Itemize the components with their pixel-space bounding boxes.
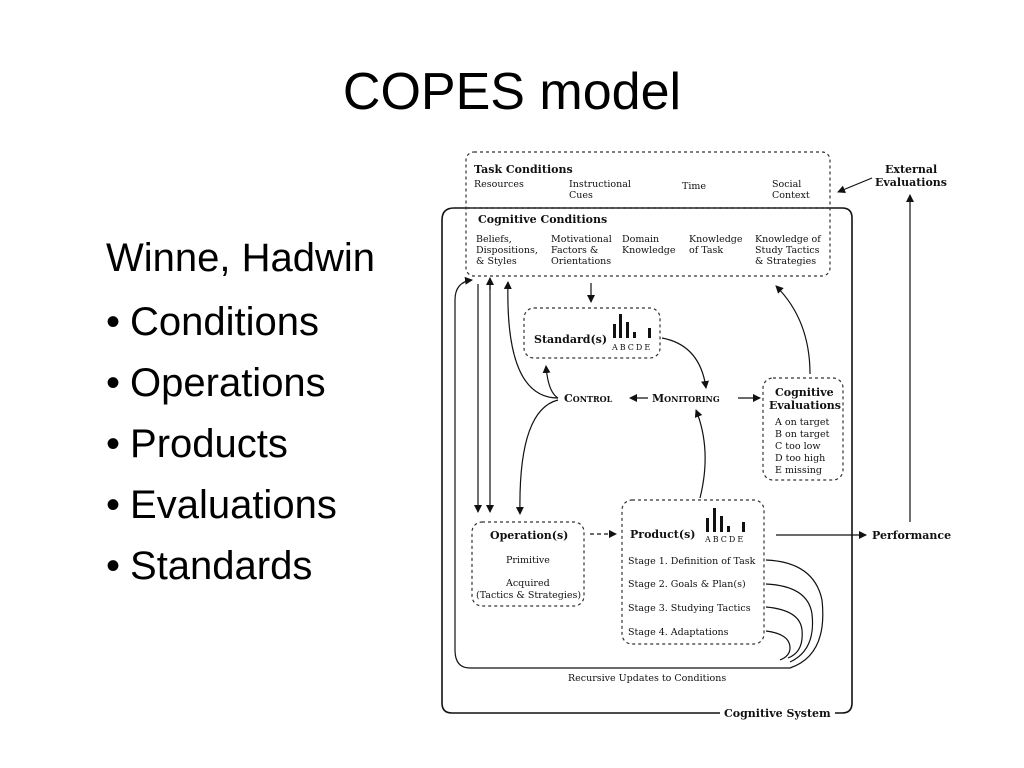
bullet-item: Conditions bbox=[106, 292, 337, 353]
tc-time: Time bbox=[682, 181, 706, 192]
cc-study-tactics-1: Knowledge of bbox=[755, 234, 822, 245]
recursive-updates-label: Recursive Updates to Conditions bbox=[568, 673, 726, 684]
products-box bbox=[621, 499, 765, 645]
cognitive-system-frame bbox=[441, 207, 853, 714]
ce-item: E missing bbox=[775, 465, 822, 476]
external-evaluations-arrow bbox=[837, 177, 873, 194]
cc-beliefs-2: Dispositions, bbox=[476, 245, 538, 256]
product-stage: Stage 2. Goals & Plan(s) bbox=[628, 579, 746, 590]
cognitive-system-label: Cognitive System bbox=[724, 707, 831, 720]
tc-resources: Resources bbox=[474, 179, 524, 190]
task-conditions-heading: Task Conditions bbox=[474, 163, 573, 176]
products-bar-icon bbox=[706, 508, 745, 532]
slide-title: COPES model bbox=[342, 63, 682, 121]
operations-tactics: (Tactics & Strategies) bbox=[476, 590, 581, 601]
standards-box bbox=[523, 307, 661, 359]
operations-primitive: Primitive bbox=[506, 555, 550, 566]
cc-beliefs-1: Beliefs, bbox=[476, 234, 512, 245]
cc-motivational-3: Orientations bbox=[551, 256, 611, 267]
bullet-item: Evaluations bbox=[106, 475, 337, 536]
ce-item: D too high bbox=[775, 453, 825, 464]
cc-study-tactics-3: & Strategies bbox=[755, 256, 816, 267]
external-evaluations-1: External bbox=[885, 163, 937, 176]
performance-label: Performance bbox=[872, 529, 951, 542]
bullet-item: Standards bbox=[106, 536, 337, 597]
ce-heading-1: Cognitive bbox=[775, 386, 834, 399]
bullet-item: Operations bbox=[106, 353, 337, 414]
cc-motivational-2: Factors & bbox=[551, 245, 598, 256]
operations-acquired: Acquired bbox=[505, 578, 550, 589]
cc-domain-1: Domain bbox=[622, 234, 659, 245]
external-evaluations-2: Evaluations bbox=[875, 176, 947, 189]
ce-item: C too low bbox=[775, 441, 820, 452]
task-conditions-box bbox=[465, 151, 831, 277]
bullet-item: Products bbox=[106, 414, 337, 475]
cc-beliefs-3: & Styles bbox=[476, 256, 517, 267]
ce-item: B on target bbox=[775, 429, 830, 440]
standards-bar-icon bbox=[613, 314, 651, 338]
product-stage: Stage 3. Studying Tactics bbox=[628, 603, 751, 614]
bullet-list: Conditions Operations Products Evaluatio… bbox=[106, 292, 337, 597]
tc-context: Context bbox=[772, 190, 810, 201]
cc-study-tactics-2: Study Tactics bbox=[755, 245, 820, 256]
tc-instructional: Instructional bbox=[569, 179, 631, 190]
operations-box bbox=[471, 521, 585, 607]
cc-knowledge-task-2: of Task bbox=[689, 245, 723, 256]
products-heading: Product(s) bbox=[630, 528, 695, 541]
ce-heading-2: Evaluations bbox=[769, 399, 841, 412]
standards-label: Standard(s) bbox=[534, 333, 607, 346]
cc-knowledge-task-1: Knowledge bbox=[689, 234, 743, 245]
operations-heading: Operation(s) bbox=[490, 529, 568, 542]
authors-line: Winne, Hadwin bbox=[106, 236, 376, 280]
monitoring-label: Monitoring bbox=[652, 392, 720, 405]
product-stage: Stage 1. Definition of Task bbox=[628, 556, 756, 567]
standards-letters: ABCDE bbox=[611, 343, 652, 352]
cognitive-evaluations-box bbox=[762, 377, 844, 481]
control-label: Control bbox=[564, 392, 613, 405]
ce-item: A on target bbox=[774, 417, 829, 428]
product-stage: Stage 4. Adaptations bbox=[628, 627, 729, 638]
cc-motivational-1: Motivational bbox=[551, 234, 612, 245]
products-letters: ABCDE bbox=[704, 535, 745, 544]
tc-cues: Cues bbox=[569, 190, 593, 201]
cc-domain-2: Knowledge bbox=[622, 245, 676, 256]
cognitive-conditions-heading: Cognitive Conditions bbox=[478, 213, 607, 226]
tc-social: Social bbox=[772, 179, 801, 190]
